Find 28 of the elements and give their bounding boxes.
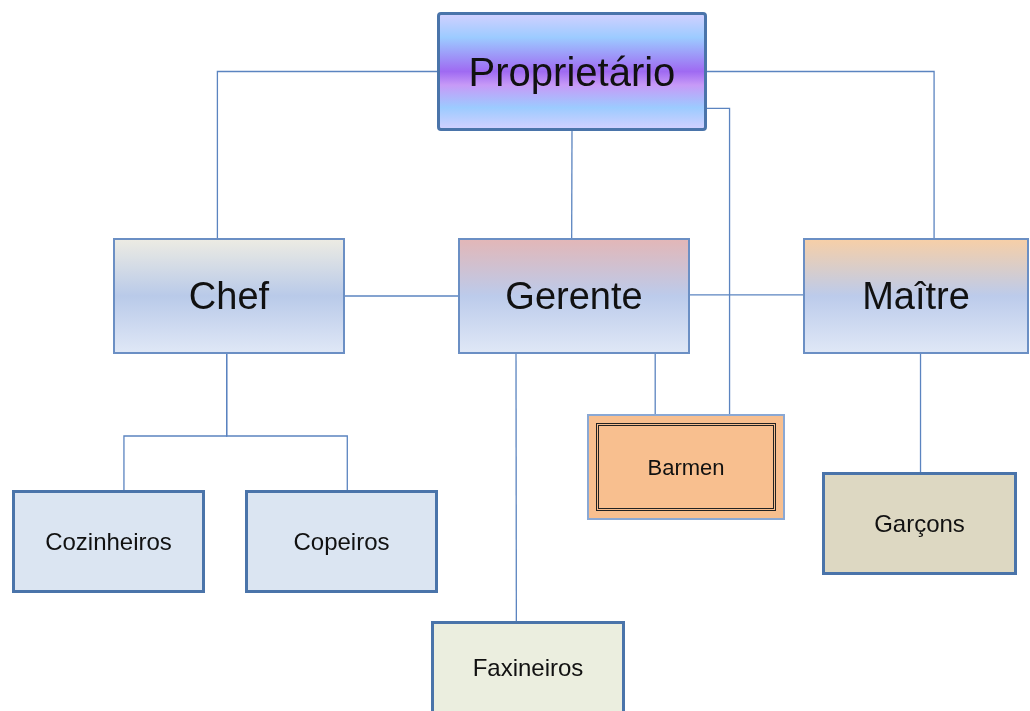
node-label: Chef (188, 273, 270, 319)
connector-line (689, 294, 804, 296)
connector-line (515, 353, 517, 622)
connector-line (706, 70, 935, 239)
role-box (458, 238, 690, 354)
connector-line (344, 295, 459, 297)
connector-line (919, 353, 922, 473)
staff-box (12, 490, 205, 593)
connector-line (216, 70, 438, 239)
role-box (803, 238, 1029, 354)
connector-line (706, 107, 731, 415)
node-label: Gerente (505, 273, 643, 319)
node-label: Barmen (647, 453, 725, 482)
root-box (437, 12, 707, 131)
staff-box (245, 490, 438, 593)
node-label: Maître (862, 273, 970, 319)
connector-line (654, 353, 656, 415)
node-label: Cozinheiros (45, 526, 172, 557)
node-label: Garçons (874, 508, 965, 539)
staff-box (431, 621, 625, 711)
node-label: Proprietário (468, 48, 676, 96)
connector-line (571, 130, 573, 239)
node-label: Faxineiros (472, 652, 584, 683)
staff-box (822, 472, 1017, 575)
node-label: Copeiros (293, 526, 390, 557)
connector-line (226, 353, 348, 491)
staff-box (587, 414, 785, 520)
role-box (113, 238, 345, 354)
